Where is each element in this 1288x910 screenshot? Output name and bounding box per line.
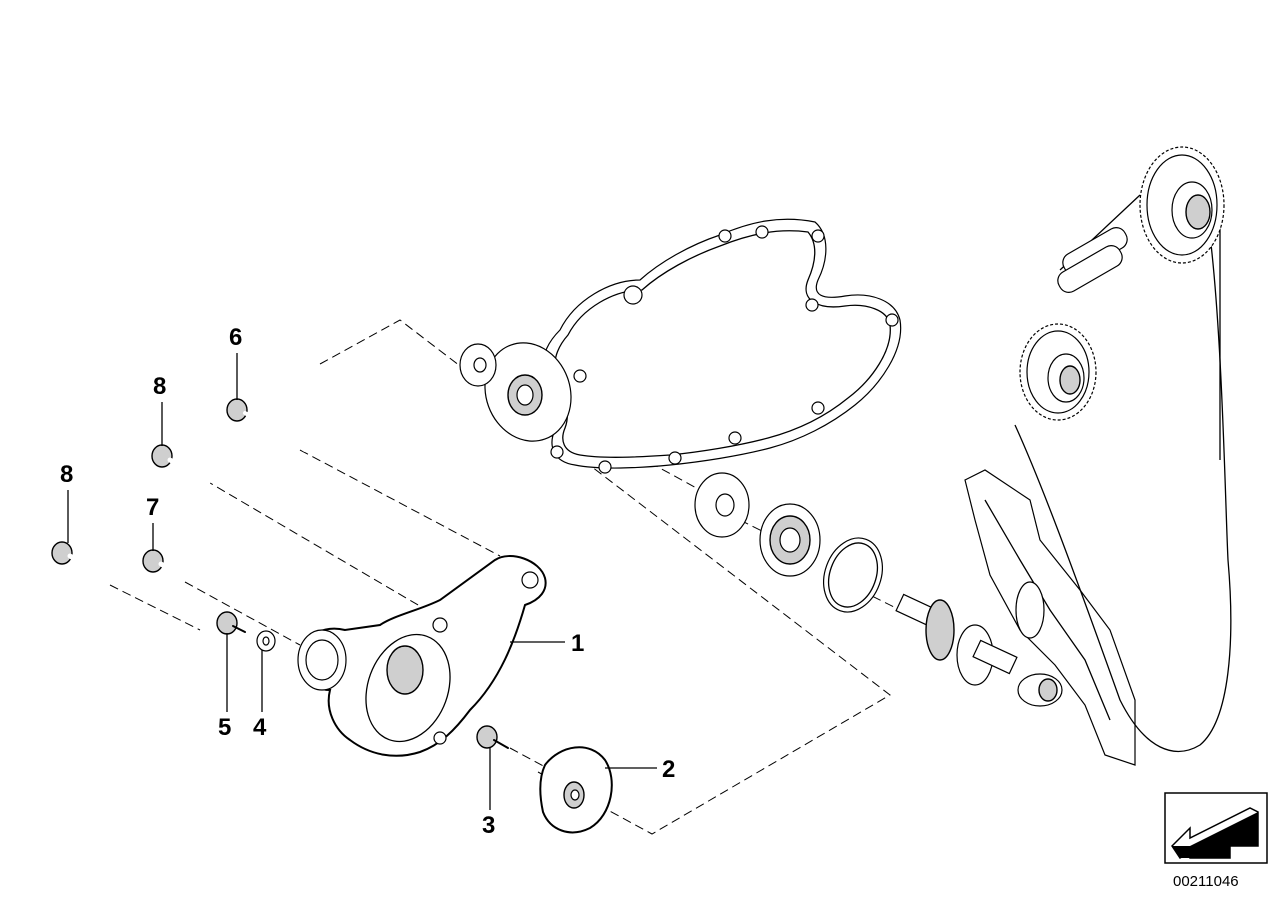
callout-1: 1: [571, 630, 584, 657]
pump-housing-outlet-bore: [305, 639, 339, 681]
guide-pivot: [1015, 581, 1045, 639]
bolt-3: [476, 725, 509, 749]
upper-sprocket: [1139, 146, 1225, 264]
callout-2: 2: [662, 756, 675, 783]
bolt-5: [216, 611, 246, 635]
assembly-boundary: [319, 319, 891, 835]
circlip-inner: [827, 542, 879, 608]
ball-bearing-bore: [779, 527, 801, 553]
orientation-arrow-icon: [1164, 792, 1268, 864]
chain-guide-rail: [964, 469, 1136, 766]
callout-3: 3: [482, 812, 495, 839]
timing-chain: [1014, 199, 1232, 753]
callout-4: 4: [253, 714, 267, 741]
washer-4: [256, 630, 276, 652]
thrust-washer-hole: [473, 357, 487, 373]
leader-lines: [67, 353, 657, 810]
pump-housing: [298, 555, 547, 757]
callout-6: 6: [229, 324, 242, 351]
bolt-6: [226, 398, 307, 452]
pump-housing-hub: [386, 645, 424, 695]
callout-8-lower: 8: [60, 461, 73, 488]
bolt-8-upper: [151, 444, 211, 485]
chain-guide-rib: [984, 499, 1111, 721]
bolt-7: [142, 549, 195, 585]
circlip: [823, 537, 883, 613]
gasket-bolt-holes: [550, 225, 899, 474]
shaft-seal-bore: [516, 384, 534, 406]
needle-bearing-end: [1038, 678, 1058, 702]
lower-sprocket: [1019, 323, 1097, 421]
pump-shaft: [895, 593, 1018, 686]
pump-housing-ear-low: [433, 731, 447, 745]
callout-5: 5: [218, 714, 231, 741]
pump-housing-ear: [521, 571, 539, 589]
callout-7: 7: [146, 494, 159, 521]
chain-link-segment: [1057, 227, 1128, 293]
cover-gasket-inner: [554, 230, 891, 458]
spacer-washer-hole: [715, 493, 735, 517]
pump-housing-ear-mid: [432, 617, 448, 633]
pump-housing-chamber: [365, 633, 451, 743]
impeller-bore: [570, 789, 580, 801]
doc-number: 00211046: [1173, 873, 1239, 890]
callout-8-upper: 8: [153, 373, 166, 400]
bolt-8-lower: [51, 541, 118, 585]
cover-gasket: [543, 218, 902, 469]
